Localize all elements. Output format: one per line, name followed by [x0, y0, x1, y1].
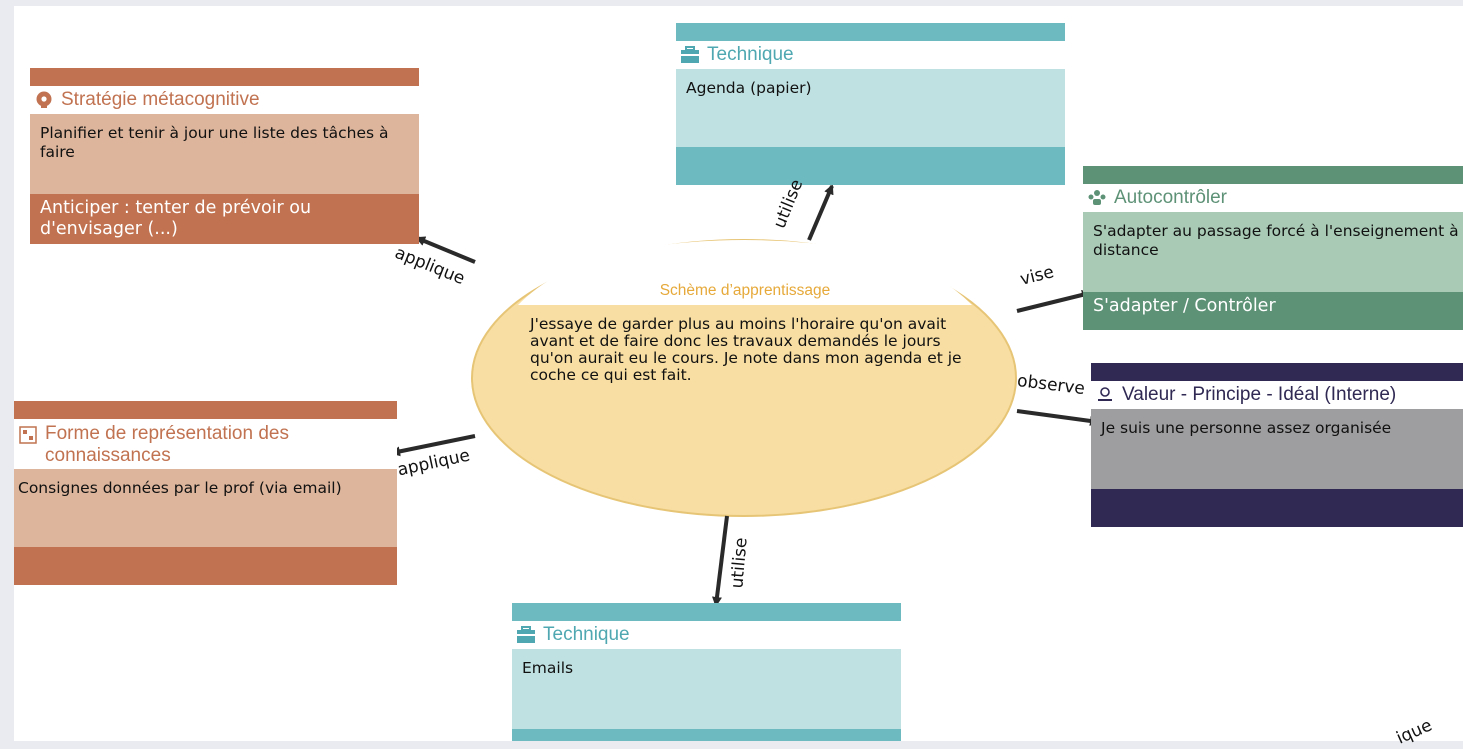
node-technique-bottom[interactable]: Technique Emails: [512, 603, 901, 741]
scheme-title-band: [518, 240, 972, 305]
node-top-bar: [14, 401, 397, 419]
node-content: Je suis une personne assez organisée: [1091, 409, 1463, 489]
node-title: Stratégie métacognitive: [61, 89, 260, 110]
node-footer: Anticiper : tenter de prévoir ou d'envis…: [30, 194, 419, 244]
people-icon: [1087, 188, 1107, 208]
arrow-applique-left: [390, 434, 476, 457]
grid-icon: [18, 425, 38, 445]
node-footer: [512, 729, 901, 741]
node-valeur-principe-ideal[interactable]: Valeur - Principe - Idéal (Interne) Je s…: [1091, 363, 1463, 527]
arrow-utilise-top: [807, 184, 834, 241]
arrow-utilise-bottom: [712, 515, 729, 607]
node-title: Autocontrôler: [1114, 187, 1228, 208]
node-content: Agenda (papier): [676, 69, 1065, 147]
node-top-bar: [512, 603, 901, 621]
node-footer: S'adapter / Contrôler: [1083, 292, 1463, 330]
head-gear-icon: [34, 90, 54, 110]
node-technique-top[interactable]: Technique Agenda (papier): [676, 23, 1065, 185]
node-content: S'adapter au passage forcé à l'enseignem…: [1083, 212, 1463, 292]
arrow-vise: [1016, 290, 1092, 313]
node-top-bar: [676, 23, 1065, 41]
node-footer: [1091, 489, 1463, 527]
node-top-bar: [30, 68, 419, 86]
node-title: Valeur - Principe - Idéal (Interne): [1122, 384, 1397, 405]
scheme-text: J'essaye de garder plus au moins l'horai…: [530, 315, 962, 384]
balance-icon: [1095, 385, 1115, 405]
scheme-title: Schème d’apprentissage: [659, 282, 831, 299]
node-content: Emails: [512, 649, 901, 729]
arrow-observe: [1016, 409, 1100, 426]
node-footer: [14, 547, 397, 585]
node-top-bar: [1091, 363, 1463, 381]
node-autocontroler[interactable]: Autocontrôler S'adapter au passage forcé…: [1083, 166, 1463, 330]
node-forme-representation[interactable]: Forme de représentation des connaissance…: [14, 401, 397, 585]
node-content: Consignes données par le prof (via email…: [14, 469, 397, 547]
toolbox-icon: [516, 625, 536, 645]
node-title: Forme de représentation des connaissance…: [45, 423, 289, 466]
node-top-bar: [1083, 166, 1463, 184]
node-strategie-metacognitive[interactable]: Stratégie métacognitive Planifier et ten…: [30, 68, 419, 244]
scheme-ellipse[interactable]: [471, 239, 1017, 517]
toolbox-icon: [680, 45, 700, 65]
arrow-applique-top: [415, 236, 476, 264]
node-title: Technique: [543, 624, 630, 645]
node-content: Planifier et tenir à jour une liste des …: [30, 114, 419, 194]
node-footer: [676, 147, 1065, 185]
node-title: Technique: [707, 44, 794, 65]
